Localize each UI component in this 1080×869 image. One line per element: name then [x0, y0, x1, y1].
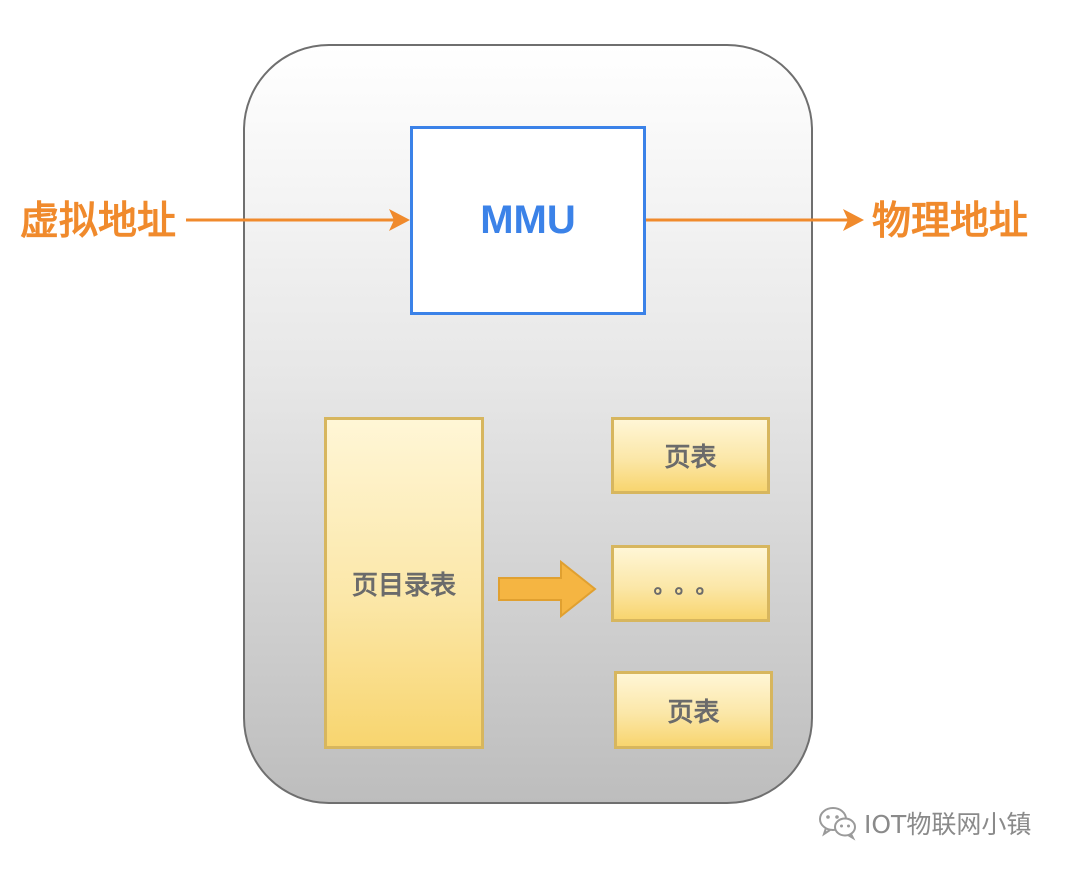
page-directory-box: 页目录表: [324, 417, 484, 749]
wechat-icon: [819, 807, 856, 841]
watermark-text: IOT物联网小镇: [864, 810, 1032, 839]
mmu-label: MMU: [480, 198, 576, 242]
ellipsis-label: 。。。: [653, 573, 728, 599]
directory-to-table-arrow: [498, 559, 597, 619]
physical-address-label: 物理地址: [872, 199, 1029, 244]
page-table-box-top: 页表: [611, 417, 770, 494]
page-directory-label: 页目录表: [351, 570, 456, 601]
watermark: IOT物联网小镇: [818, 803, 1031, 843]
mmu-box: MMU: [410, 126, 646, 315]
page-table-box-ellipsis: 。。。: [611, 545, 770, 622]
page-table-box-bottom: 页表: [614, 671, 773, 749]
page-table-label: 页表: [664, 443, 717, 473]
page-table-label: 页表: [667, 697, 720, 728]
virtual-address-arrow: [186, 209, 410, 231]
physical-address-arrow: [646, 209, 864, 231]
virtual-address-label: 虚拟地址: [20, 199, 177, 244]
